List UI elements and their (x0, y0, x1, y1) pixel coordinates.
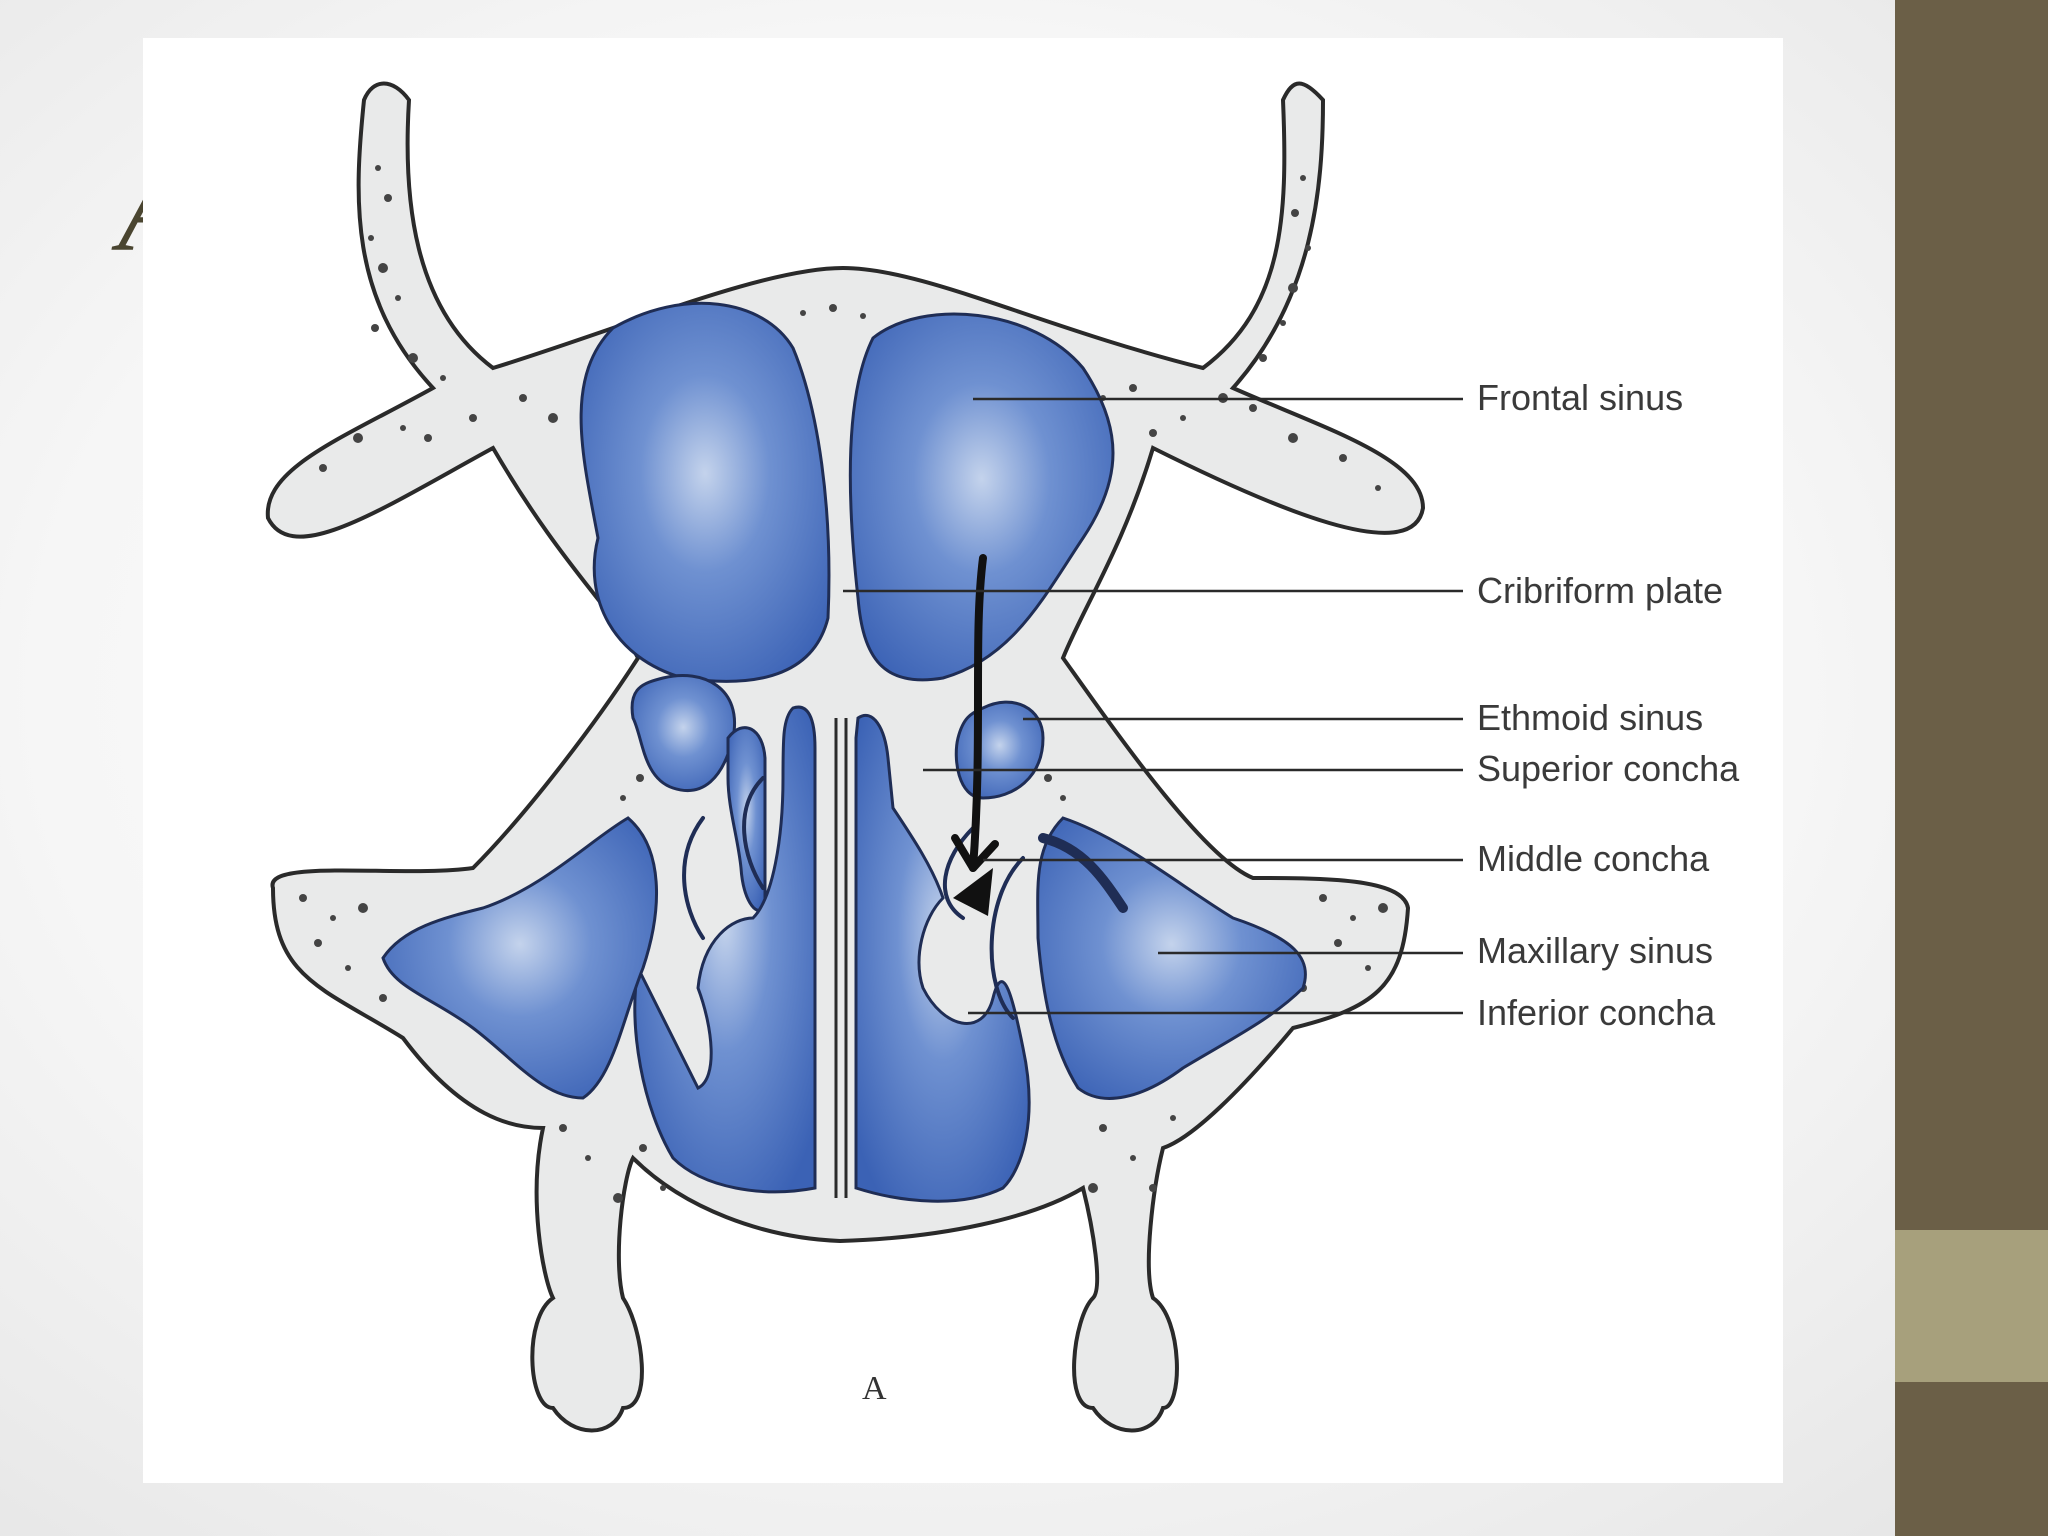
conchae (682, 776, 1128, 1020)
label-superior-concha: Superior concha (1477, 748, 1740, 789)
ethmoid-cell-left (630, 674, 736, 793)
leader-lines (843, 397, 1463, 1015)
sinus-diagram-svg (265, 81, 1463, 1433)
label-middle-concha: Middle concha (1477, 838, 1710, 879)
label-maxillary-sinus: Maxillary sinus (1477, 930, 1714, 971)
sinus-figure (143, 38, 1783, 1483)
panel-letter: A (862, 1370, 887, 1407)
nasal-cavity-left-main (633, 705, 817, 1194)
label-ethmoid-sinus: Ethmoid sinus (1477, 697, 1704, 738)
drainage-arrow-head-2 (953, 868, 993, 916)
frontal-sinus-right (848, 312, 1115, 682)
maxillary-sinus-left (381, 816, 659, 1100)
frontal-sinus-left (579, 301, 831, 683)
label-inferior-concha: Inferior concha (1477, 992, 1716, 1033)
label-cribriform-plate: Cribriform plate (1477, 570, 1724, 611)
slide-side-accent (1895, 1230, 2048, 1382)
label-frontal-sinus: Frontal sinus (1477, 377, 1684, 418)
nasal-cavity-left (726, 726, 767, 912)
